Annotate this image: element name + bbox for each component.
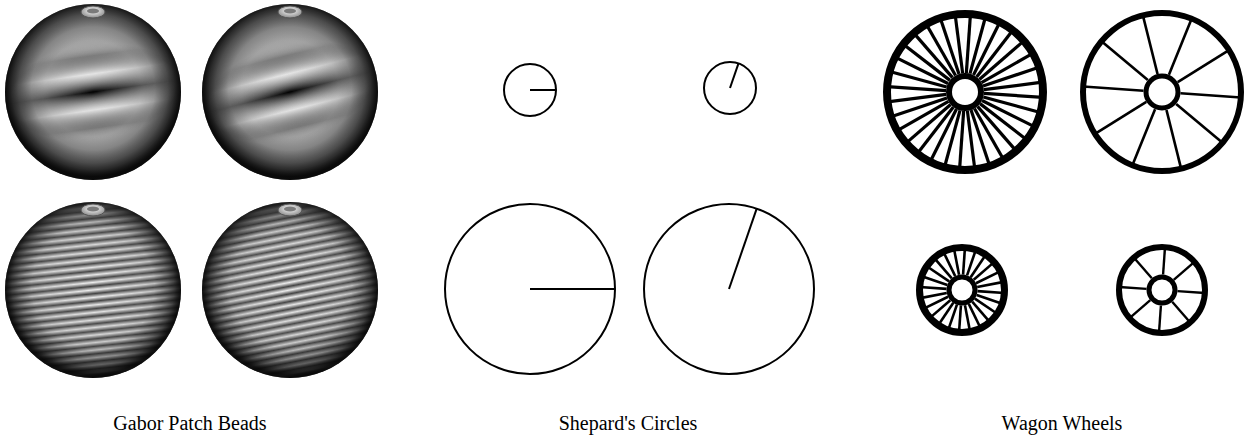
wheel-spoke	[975, 299, 997, 314]
wheel-spoke	[984, 93, 1043, 97]
wheel-spoke	[969, 304, 981, 328]
wheel-spoke	[927, 266, 949, 281]
wheel-rim	[920, 248, 1005, 333]
wheel-spoke	[963, 248, 965, 275]
wheel-spoke	[1177, 291, 1204, 293]
wheel-spoke	[1174, 262, 1195, 280]
wheel-spoke	[887, 87, 946, 91]
gabor-bead	[200, 2, 380, 182]
wheel-spoke	[955, 15, 962, 74]
wheel-spoke	[920, 287, 947, 289]
wheel-spoke	[977, 282, 1004, 287]
wheel-spoke	[954, 248, 959, 275]
wheel-spoke	[965, 305, 970, 332]
wheel-spoke	[959, 305, 961, 332]
wheel-rim	[1119, 247, 1205, 333]
wheel-rim	[1083, 13, 1241, 171]
wheel-spoke	[924, 297, 948, 309]
shepard-circles	[445, 62, 814, 374]
panel-caption: Shepard's Circles	[557, 410, 700, 436]
wheel-spoke	[1169, 19, 1192, 75]
wheel-spoke	[984, 82, 1043, 89]
wheel-spoke	[966, 14, 970, 73]
wheel-spoke	[977, 291, 1004, 293]
wheel-spoke	[1132, 109, 1155, 165]
wheel-spoke	[1178, 50, 1229, 82]
wheel-spoke	[943, 252, 955, 276]
wheel-hub	[949, 76, 981, 108]
wheel-spoke	[1163, 247, 1165, 274]
wheel-spoke	[920, 293, 947, 298]
wheel-spoke	[888, 94, 947, 101]
wagon-wheel	[920, 248, 1005, 333]
wheel-spoke	[1180, 93, 1240, 97]
wheel-spoke	[1101, 41, 1147, 80]
wheel-hub	[1149, 277, 1175, 303]
wagon-wheel	[1083, 13, 1241, 171]
wheel-spoke	[971, 255, 986, 277]
wheel-spoke	[1095, 102, 1146, 134]
wheel-spoke	[1172, 302, 1190, 323]
panel-caption: Gabor Patch Beads	[111, 410, 268, 436]
wheel-spoke	[960, 111, 964, 170]
gabor-bead	[3, 200, 183, 380]
wheel-hub	[1146, 76, 1178, 108]
wheel-spoke	[1176, 104, 1222, 143]
panel-caption: Wagon Wheels	[1000, 410, 1125, 436]
wheel-spoke	[976, 271, 1000, 283]
wheel-spoke	[1166, 110, 1181, 169]
wheel-spoke	[1134, 258, 1152, 279]
gabor-bead	[200, 200, 380, 380]
wheel-spoke	[1119, 287, 1146, 289]
wheel-spoke	[967, 111, 974, 170]
wagon-wheel	[887, 14, 1043, 170]
wheel-spoke	[1143, 15, 1158, 74]
wagon-wheel	[1119, 247, 1205, 333]
wheel-spoke	[1159, 305, 1161, 332]
wagon-wheels	[887, 13, 1241, 333]
gabor-bead	[3, 2, 183, 182]
wheel-rim	[887, 14, 1043, 170]
wheel-spoke	[1083, 86, 1143, 90]
wheel-spoke	[938, 303, 953, 325]
wheel-spoke	[1130, 300, 1151, 318]
wheel-hub	[949, 277, 975, 303]
